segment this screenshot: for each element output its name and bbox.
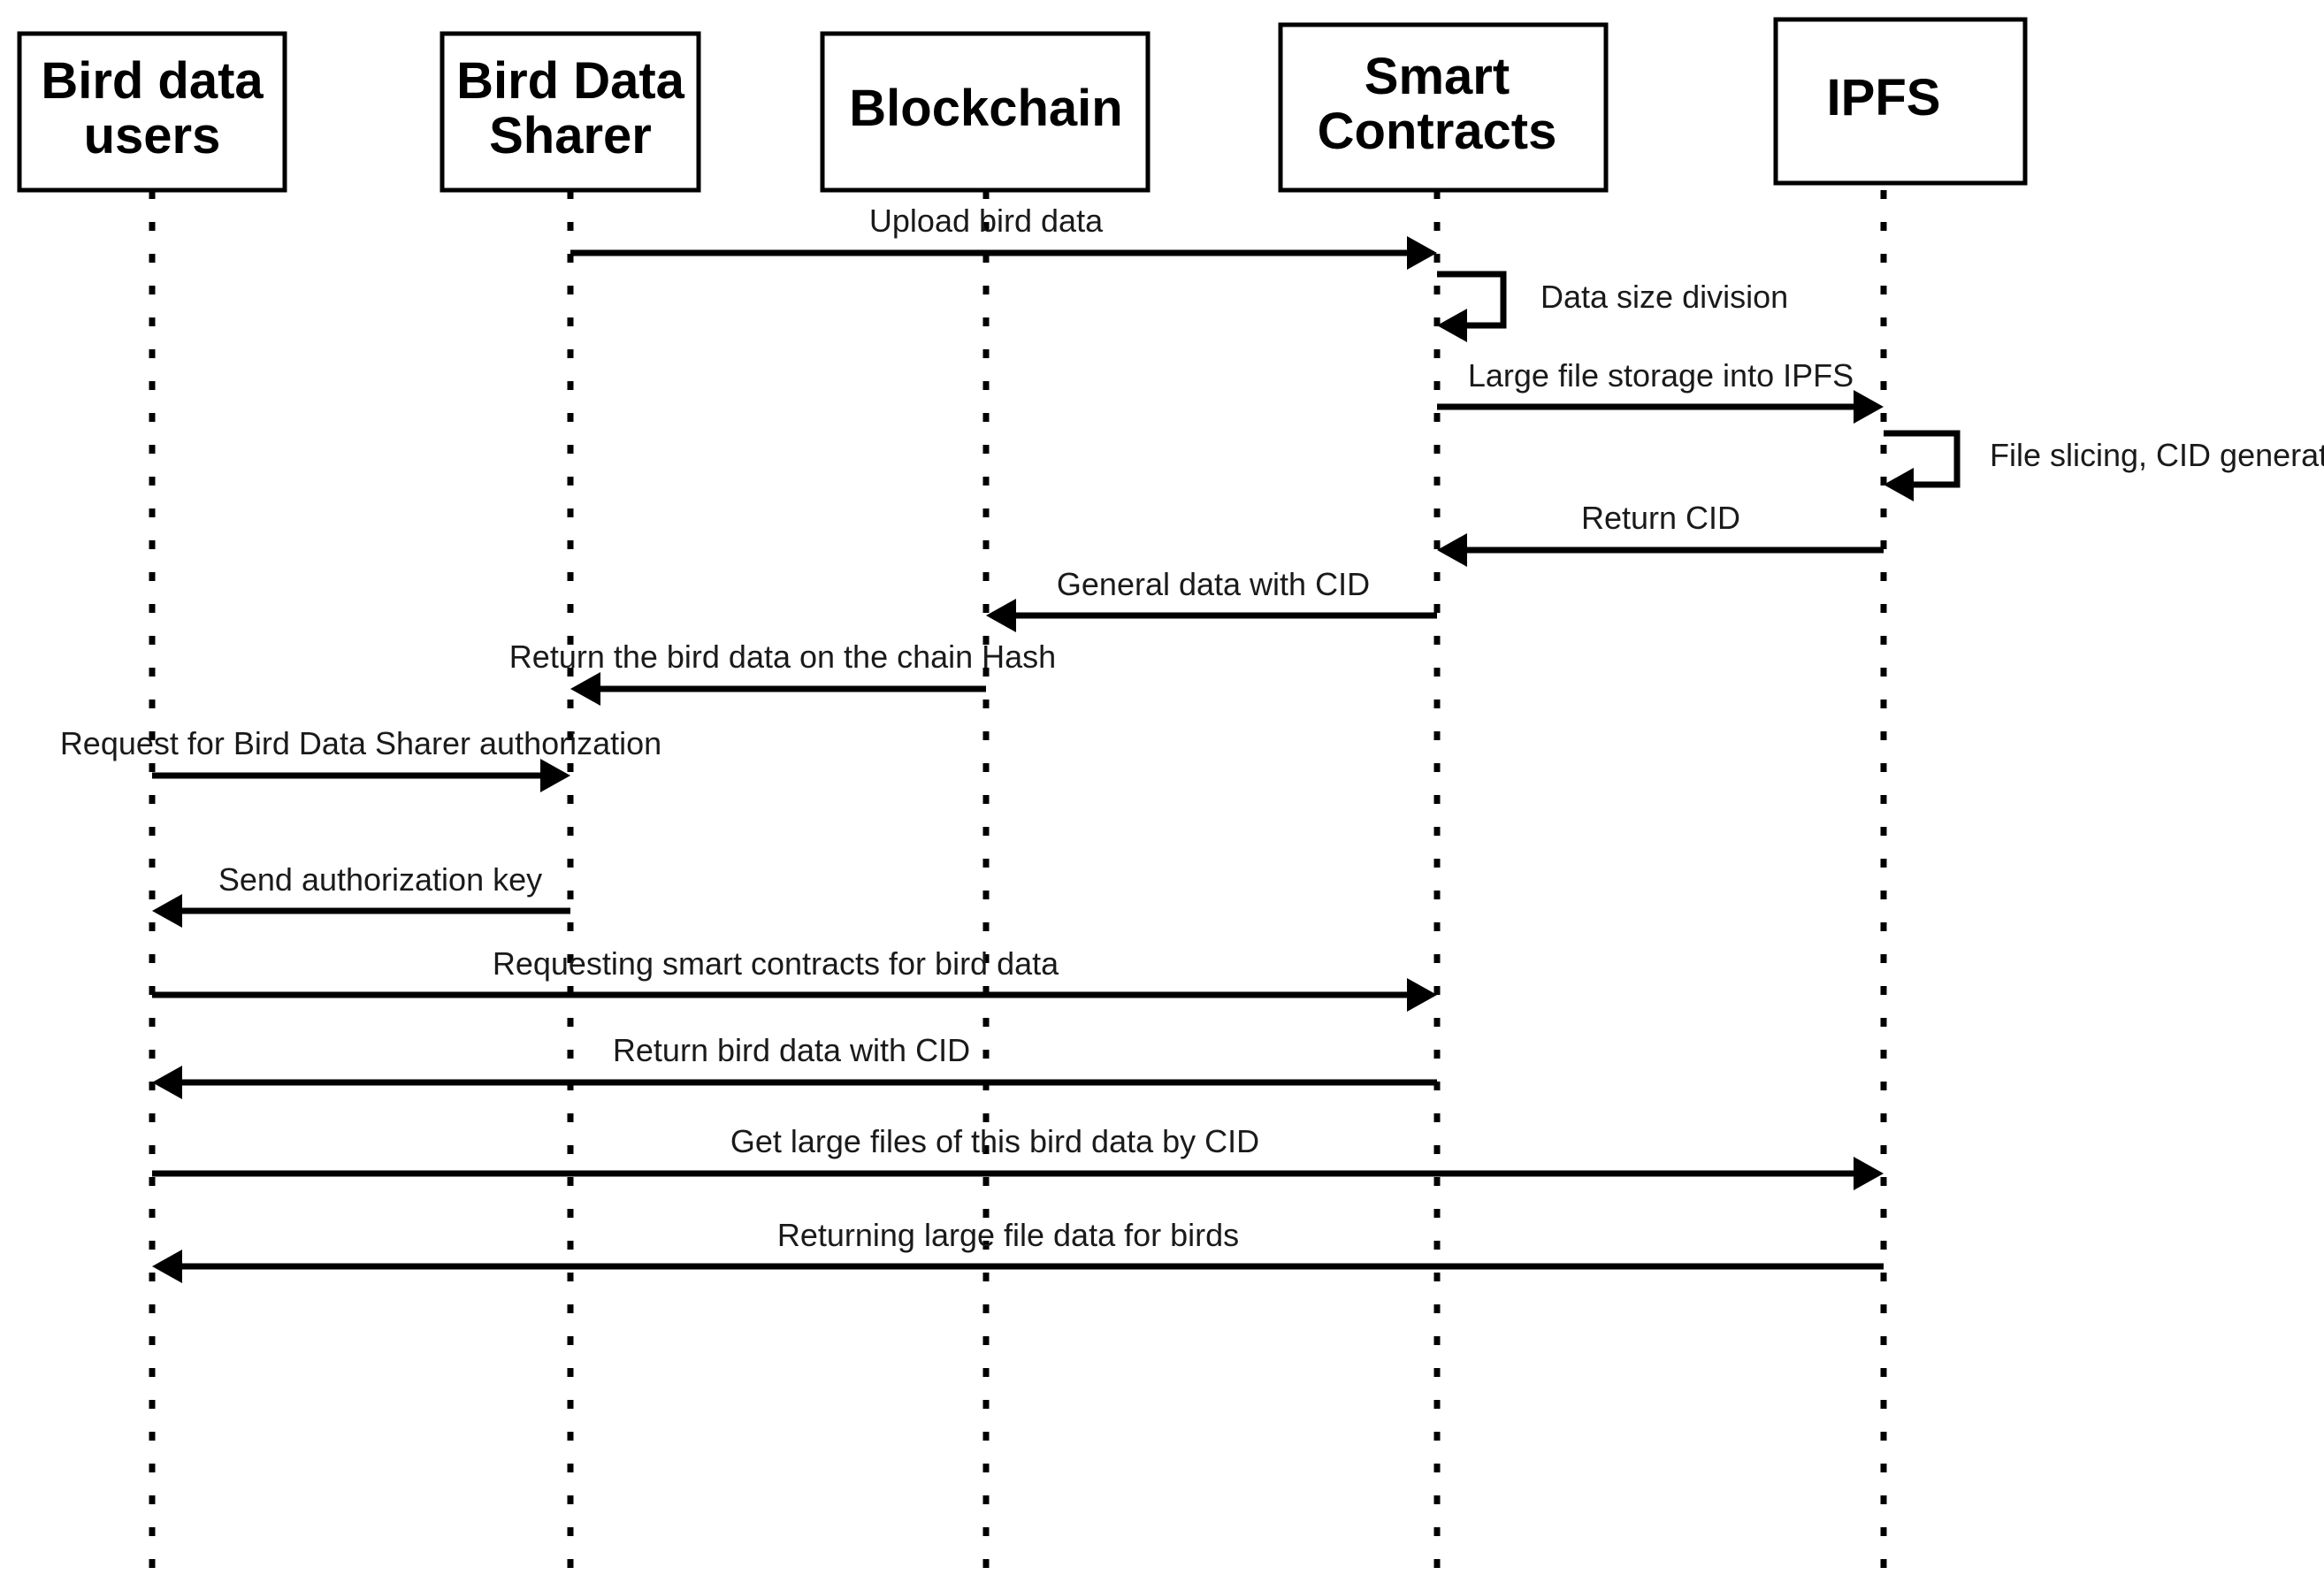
arrowhead-m4 xyxy=(1884,468,1914,501)
message-label-m1: Upload bird data xyxy=(869,203,1104,239)
participant-box-ipfs[interactable] xyxy=(1773,17,2028,186)
arrowhead-m7 xyxy=(570,672,600,706)
message-m8[interactable]: Request for Bird Data Sharer authorizati… xyxy=(60,725,661,792)
participant-label-sharer: Bird Data xyxy=(456,52,685,110)
message-label-m11: Return bird data with CID xyxy=(613,1032,970,1068)
participant-ipfs[interactable]: IPFS xyxy=(1773,17,2028,186)
participant-label-contract: Contracts xyxy=(1318,103,1557,160)
message-label-m7: Return the bird data on the chain Hash xyxy=(509,638,1056,675)
message-m12[interactable]: Get large files of this bird data by CID xyxy=(152,1123,1884,1190)
message-m13[interactable]: Returning large file data for birds xyxy=(152,1217,1884,1283)
participant-box-contract[interactable] xyxy=(1278,22,1609,193)
arrowhead-m3 xyxy=(1854,390,1884,424)
message-m11[interactable]: Return bird data with CID xyxy=(152,1032,1437,1099)
arrowhead-m11 xyxy=(152,1066,182,1099)
message-m7[interactable]: Return the bird data on the chain Hash xyxy=(509,638,1056,706)
message-label-m13: Returning large file data for birds xyxy=(777,1217,1239,1253)
arrowhead-m2 xyxy=(1437,309,1467,342)
participant-label-sharer: Sharer xyxy=(489,107,652,164)
participant-label-users: Bird data xyxy=(41,52,264,110)
message-label-m9: Send authorization key xyxy=(218,861,542,898)
message-m9[interactable]: Send authorization key xyxy=(152,861,570,928)
lifelines-layer xyxy=(149,190,1887,1575)
participant-chain[interactable]: Blockchain xyxy=(820,31,1151,193)
message-label-m3: Large file storage into IPFS xyxy=(1468,357,1854,394)
arrowhead-m10 xyxy=(1407,978,1437,1012)
arrowhead-m5 xyxy=(1437,533,1467,567)
message-label-m4: File slicing, CID generation xyxy=(1990,437,2324,473)
participant-box-users[interactable] xyxy=(17,31,287,193)
message-m2[interactable]: Data size division xyxy=(1437,271,1788,342)
message-label-m2: Data size division xyxy=(1540,279,1788,315)
message-m4[interactable]: File slicing, CID generation xyxy=(1884,430,2324,501)
selfloop-path-m4 xyxy=(1884,430,1961,488)
participant-label-chain: Blockchain xyxy=(849,80,1122,137)
message-m6[interactable]: General data with CID xyxy=(986,566,1437,632)
participant-box-chain[interactable] xyxy=(820,31,1151,193)
participant-label-contract: Smart xyxy=(1365,48,1510,105)
message-label-m8: Request for Bird Data Sharer authorizati… xyxy=(60,725,661,761)
message-label-m5: Return CID xyxy=(1581,500,1740,536)
arrowhead-m9 xyxy=(152,894,182,928)
message-m3[interactable]: Large file storage into IPFS xyxy=(1437,357,1884,424)
participant-label-ipfs: IPFS xyxy=(1827,69,1941,126)
message-label-m10: Requesting smart contracts for bird data xyxy=(493,945,1059,982)
arrowhead-m1 xyxy=(1407,236,1437,270)
message-label-m6: General data with CID xyxy=(1057,566,1370,602)
message-m5[interactable]: Return CID xyxy=(1437,500,1884,567)
participant-box-sharer[interactable] xyxy=(440,31,701,193)
arrowhead-m8 xyxy=(540,759,570,792)
participant-label-users: users xyxy=(84,107,221,164)
arrowhead-m13 xyxy=(152,1250,182,1283)
arrowhead-m12 xyxy=(1854,1157,1884,1190)
arrowhead-m6 xyxy=(986,599,1016,632)
message-label-m12: Get large files of this bird data by CID xyxy=(730,1123,1259,1159)
message-m1[interactable]: Upload bird data xyxy=(570,203,1437,270)
message-m10[interactable]: Requesting smart contracts for bird data xyxy=(152,945,1437,1012)
selfloop-path-m2 xyxy=(1437,271,1507,329)
